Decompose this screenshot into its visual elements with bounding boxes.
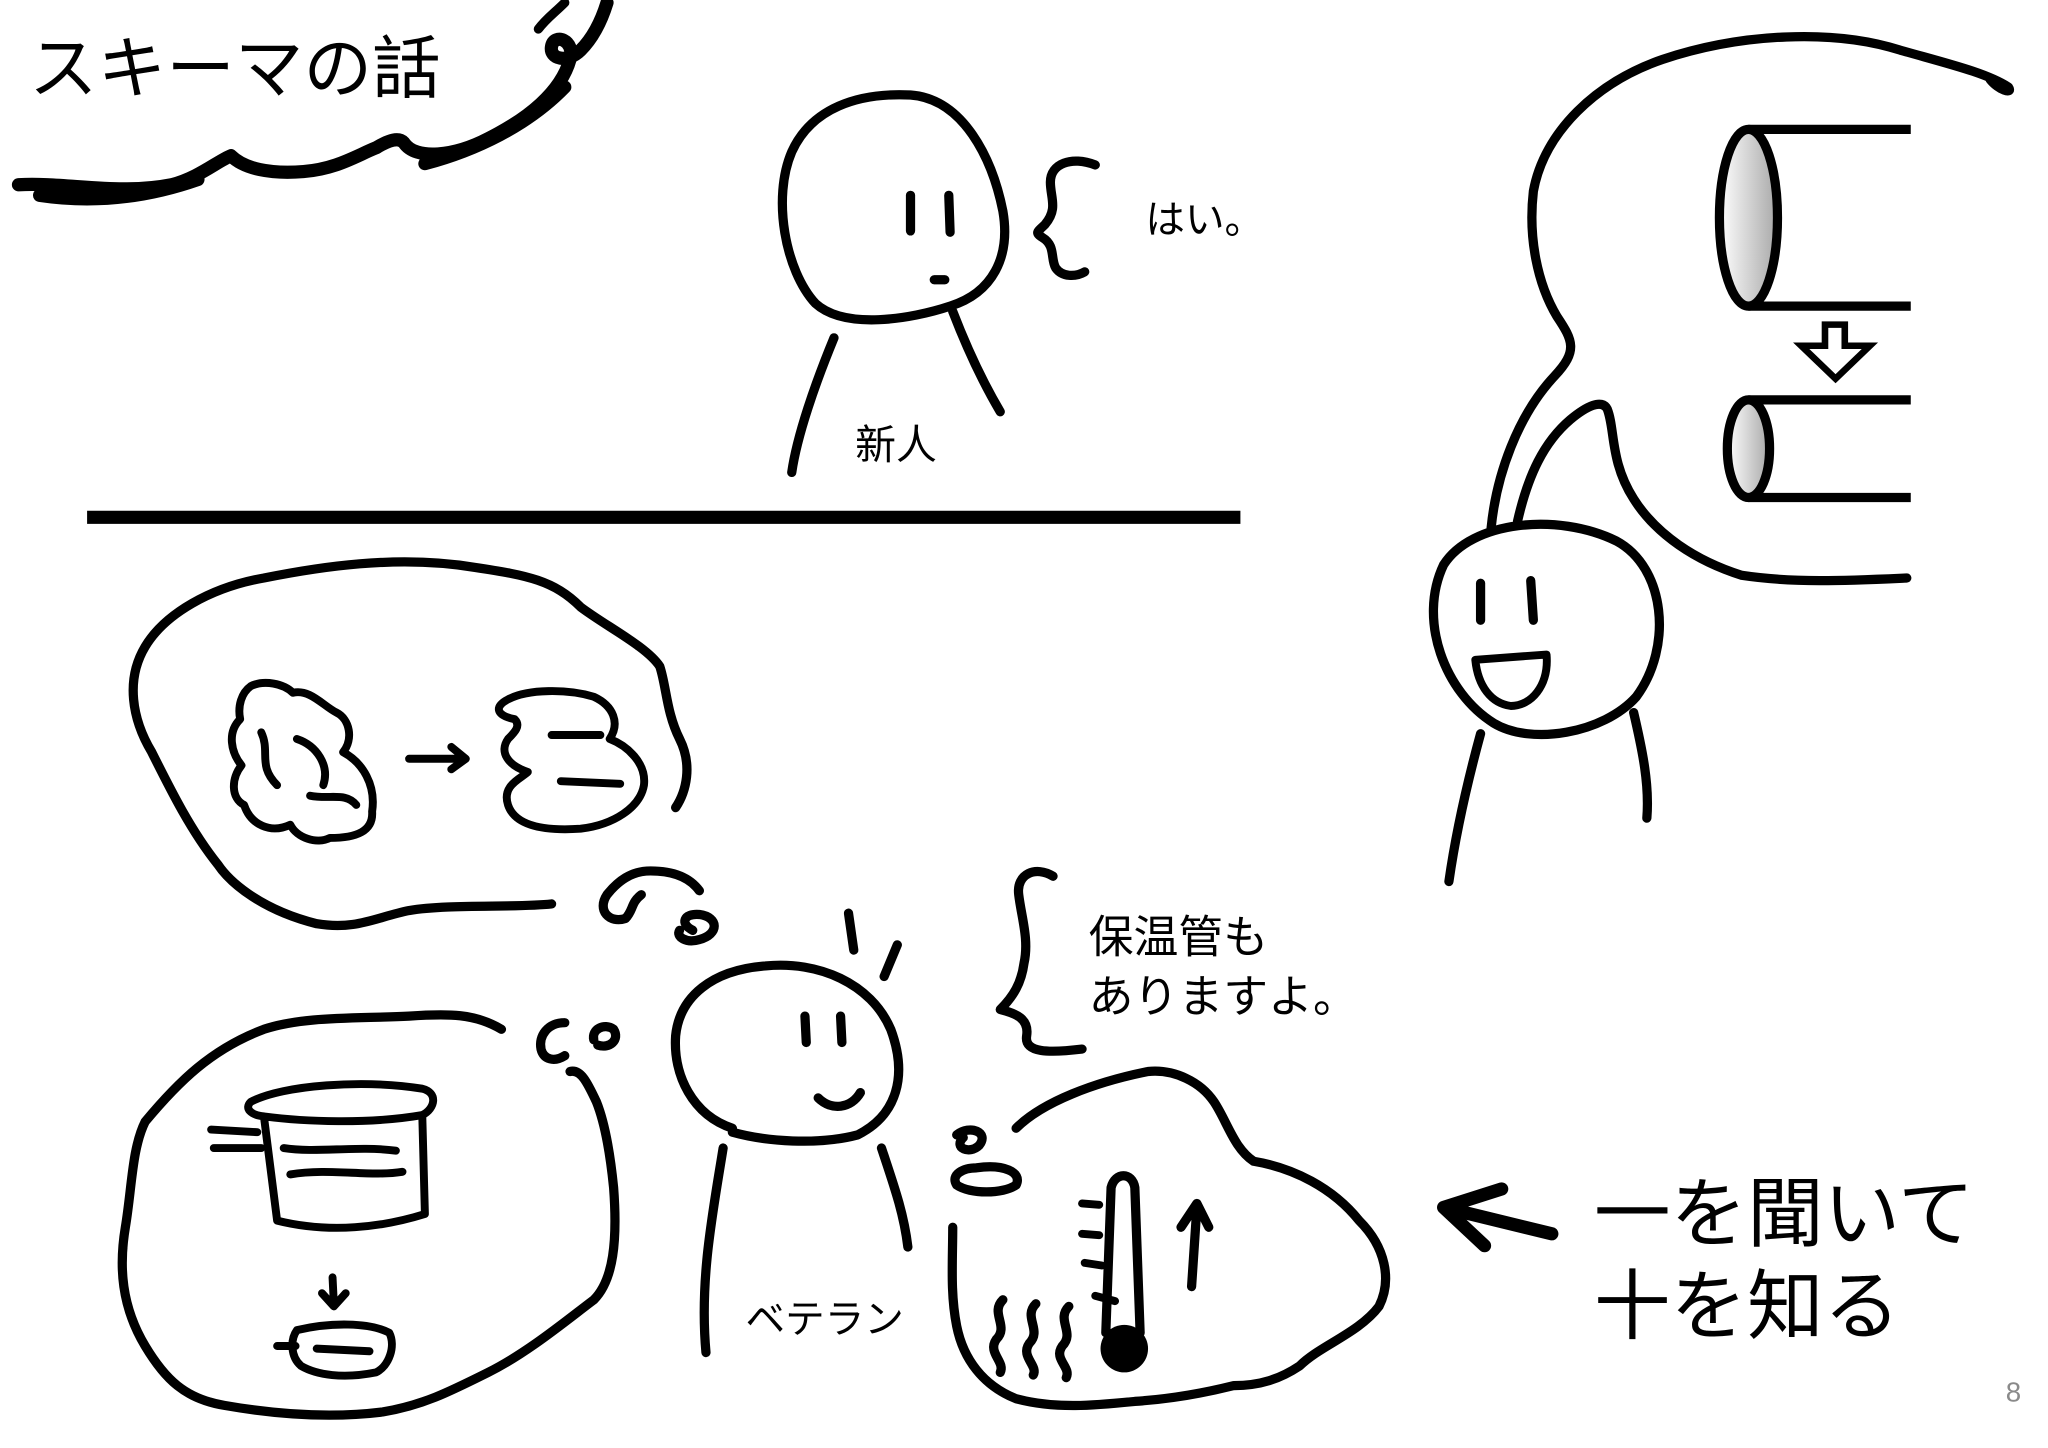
smiling-figure-right-eye xyxy=(1526,576,1538,625)
pipe-diagram xyxy=(1714,124,1911,503)
proverb-line-2: 十を知る xyxy=(1594,1263,1900,1352)
newcomer-speech-bracket xyxy=(1033,156,1100,280)
brush-stroke-thick-right xyxy=(418,80,572,171)
cup-cloud-outline xyxy=(117,1010,620,1420)
smiling-figure-open-mouth xyxy=(1471,650,1551,710)
small-pipe-opening xyxy=(1722,395,1775,503)
rock-cluster-detail xyxy=(257,728,361,809)
thought-bubble-inner xyxy=(1512,399,1912,586)
shrink-arrow-icon xyxy=(318,1273,350,1311)
small-cup-icon xyxy=(273,1320,396,1380)
heat-wave-3 xyxy=(1055,1301,1074,1383)
newcomer-label: 新人 xyxy=(855,421,937,469)
heat-cloud-outline xyxy=(947,1066,1391,1411)
brush-stroke-thick-left xyxy=(32,172,205,206)
proverb-caption: 一を聞いて 十を知る xyxy=(1594,1170,1999,1351)
thermometer-bulb xyxy=(1100,1324,1149,1373)
proverb-line-1: 一を聞いて xyxy=(1594,1170,1974,1259)
page-number: 8 xyxy=(2006,1376,2021,1407)
heat-tail-bubble-small xyxy=(952,1125,987,1155)
heat-wave-1 xyxy=(989,1295,1008,1377)
newcomer-right-eye xyxy=(944,190,955,237)
smiling-figure-body-right xyxy=(1629,707,1653,823)
temperature-up-arrow-icon xyxy=(1176,1198,1214,1292)
newcomer-head xyxy=(777,90,1010,325)
veteran-right-eye xyxy=(835,1011,847,1048)
veteran-idea-mark-right xyxy=(879,940,902,982)
veteran-body-right xyxy=(876,1143,913,1252)
large-cup-stripes xyxy=(279,1144,407,1179)
veteran-smile xyxy=(813,1088,865,1111)
veteran-speech-line-1: 保温管も xyxy=(1089,911,1268,964)
newcomer-body-right xyxy=(948,306,1005,417)
veteran-label: ベテラン xyxy=(746,1297,904,1343)
veteran-body-left xyxy=(699,1143,728,1358)
slide-title: スキーマの話 xyxy=(29,29,441,109)
veteran-thought-cloud-shape xyxy=(128,557,719,946)
smiling-figure xyxy=(1428,519,1664,887)
large-pipe-opening xyxy=(1714,124,1783,311)
newcomer-body-left xyxy=(787,333,839,478)
heat-wave-2 xyxy=(1022,1299,1041,1380)
transform-arrow-icon xyxy=(405,742,470,774)
veteran-figure xyxy=(670,867,1087,1358)
newcomer-speech: はい。 xyxy=(1145,198,1264,244)
thermometer-scale-marks xyxy=(1078,1199,1120,1306)
pipe-thought-bubble xyxy=(1486,31,2015,586)
heat-tail-bubble-large xyxy=(950,1162,1022,1197)
rock-cluster-icon xyxy=(227,678,377,845)
brush-stroke-tip xyxy=(533,0,570,34)
soft-pipe-lines xyxy=(547,731,625,788)
down-arrow-icon xyxy=(1793,321,1879,384)
veteran-speech-bracket xyxy=(995,867,1087,1056)
thought-tail-bubble-large xyxy=(598,866,704,925)
thought-tail-bubble-small xyxy=(674,909,719,946)
thought-bubble-outer xyxy=(1486,31,2015,533)
soft-pipe-shape-icon xyxy=(495,687,649,834)
large-cup-handles xyxy=(207,1125,266,1153)
veteran-speech: 保温管も ありますよ。 xyxy=(1089,911,1358,1023)
thought-cloud-outline xyxy=(128,557,692,931)
veteran-speech-line-2: ありますよ。 xyxy=(1089,970,1358,1023)
smiling-figure-head xyxy=(1428,519,1664,739)
cup-thought-bubble-right xyxy=(588,1022,621,1051)
smiling-figure-body-left xyxy=(1444,729,1486,887)
veteran-idea-mark-left xyxy=(843,908,859,955)
cup-thought-bubble-left xyxy=(535,1018,570,1064)
newcomer-figure xyxy=(777,90,1100,478)
left-pointing-arrow-icon xyxy=(1437,1182,1559,1253)
title-brush-stroke xyxy=(11,0,614,206)
veteran-head xyxy=(670,960,904,1146)
cup-thought-cloud xyxy=(117,1010,621,1420)
veteran-left-eye xyxy=(800,1011,811,1048)
heat-thought-cloud xyxy=(947,1066,1391,1411)
thermometer-icon xyxy=(1101,1171,1145,1338)
large-cup-icon xyxy=(244,1080,438,1232)
